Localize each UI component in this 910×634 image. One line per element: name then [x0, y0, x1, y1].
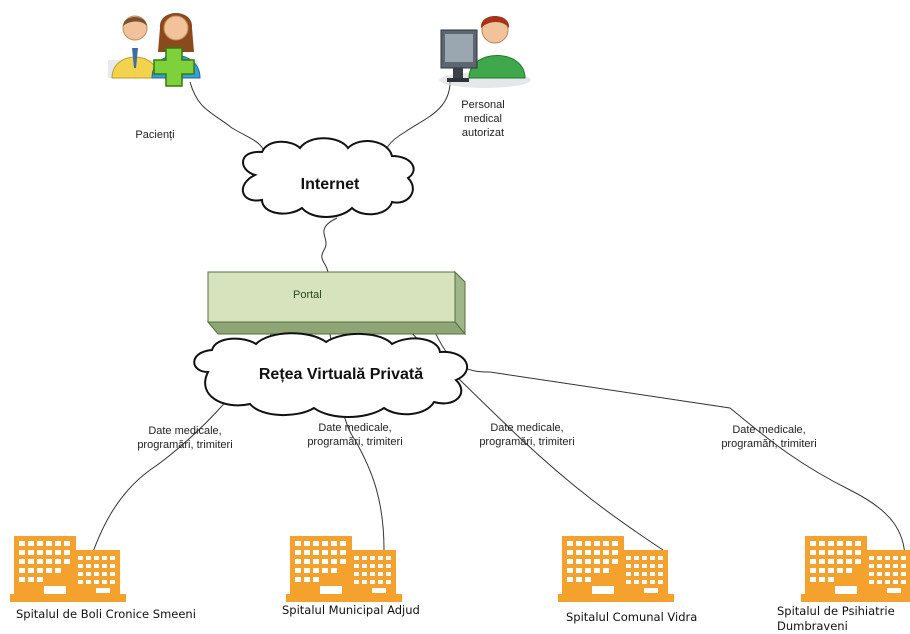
hospital-name-2: Spitalul Municipal Adjud	[282, 603, 420, 617]
vpn-cloud	[193, 332, 468, 418]
patients-label: Pacienți	[135, 129, 175, 141]
portal-label: Portal	[293, 289, 322, 301]
link-label-3: Date medicale, programări, trimiteri	[479, 422, 575, 448]
portal-box	[206, 270, 467, 336]
link-patients-internet	[189, 81, 269, 161]
internet-cloud	[242, 137, 415, 218]
link-internet-portal	[321, 217, 338, 273]
hospital-name-4: Spitalul de Psihiatrie Dumbraveni	[777, 604, 895, 633]
link-label-1: Date medicale, programări, trimiteri	[137, 425, 233, 451]
patients-icon	[108, 13, 201, 87]
staff-at-computer-icon	[439, 16, 531, 88]
hospital-name-1: Spitalul de Boli Cronice Smeeni	[16, 607, 196, 621]
staff-label: Personal medical autorizat	[461, 99, 505, 139]
link-label-4: Date medicale, programări, trimiteri	[721, 424, 817, 450]
hospital-icon-4	[801, 536, 910, 602]
hospital-icon-2	[286, 536, 402, 602]
hospital-name-3: Spitalul Comunal Vidra	[566, 610, 698, 624]
hospital-icon-1	[10, 536, 126, 602]
internet-label: Internet	[300, 176, 360, 193]
vpn-label: Rețea Virtuală Privată	[258, 366, 424, 383]
link-label-2: Date medicale, programări, trimiteri	[307, 422, 403, 448]
